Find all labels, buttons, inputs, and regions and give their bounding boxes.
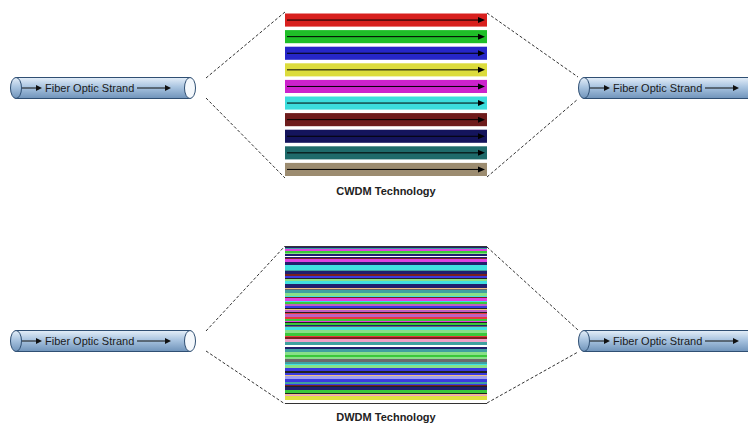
dashed-fan-connector [206,246,285,404]
arrow-symbol [590,83,610,93]
fiber-label: Fiber Optic Strand [45,82,134,94]
arrow-symbol [705,83,739,93]
technology-label: DWDM Technology [285,411,487,423]
arrow-symbol [705,336,739,346]
arrow-symbol [22,83,42,93]
arrow-symbol [22,336,42,346]
channel-band: DWDM Technology [285,246,487,404]
fiber-label: Fiber Optic Strand [613,335,702,347]
channel-band: CWDM Technology [285,12,487,178]
fiber-strand: Fiber Optic Strand [578,77,748,99]
fiber-strand: Fiber Optic Strand [578,330,748,352]
dashed-fan-connector [206,12,285,178]
wavelength-channels [285,12,487,178]
technology-label: CWDM Technology [285,185,487,197]
arrow-symbol [590,336,610,346]
arrow-symbol [137,83,171,93]
arrow-symbol [137,336,171,346]
fiber-label: Fiber Optic Strand [45,335,134,347]
dashed-fan-connector [487,13,578,177]
fiber-strand: Fiber Optic Strand [10,77,206,99]
dense-wavelength-channels [285,246,487,404]
dashed-fan-connector [487,247,578,403]
fiber-strand: Fiber Optic Strand [10,330,206,352]
fiber-label: Fiber Optic Strand [613,82,702,94]
